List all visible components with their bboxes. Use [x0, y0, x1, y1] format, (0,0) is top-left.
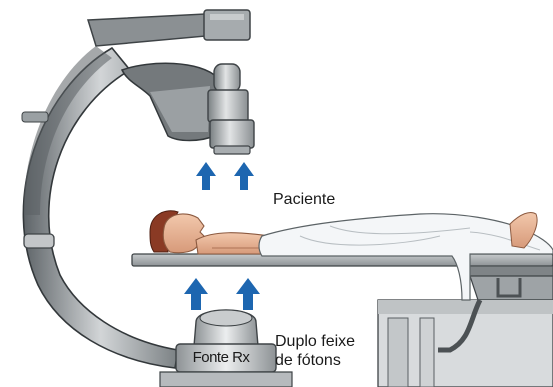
patient-label: Paciente: [273, 190, 335, 209]
detector-bracket: [122, 63, 218, 140]
source-label: Fonte Rx: [184, 347, 258, 369]
lower-arrows: [184, 278, 260, 310]
dual-beam-label-line1: Duplo feixe: [275, 332, 355, 351]
dual-beam-label-line2: de fótons: [275, 351, 355, 370]
gantry-top-arm: [88, 10, 250, 46]
image-detector: [208, 64, 254, 154]
dual-beam-label: Duplo feixe de fótons: [275, 332, 355, 370]
upper-arrows: [196, 162, 254, 190]
